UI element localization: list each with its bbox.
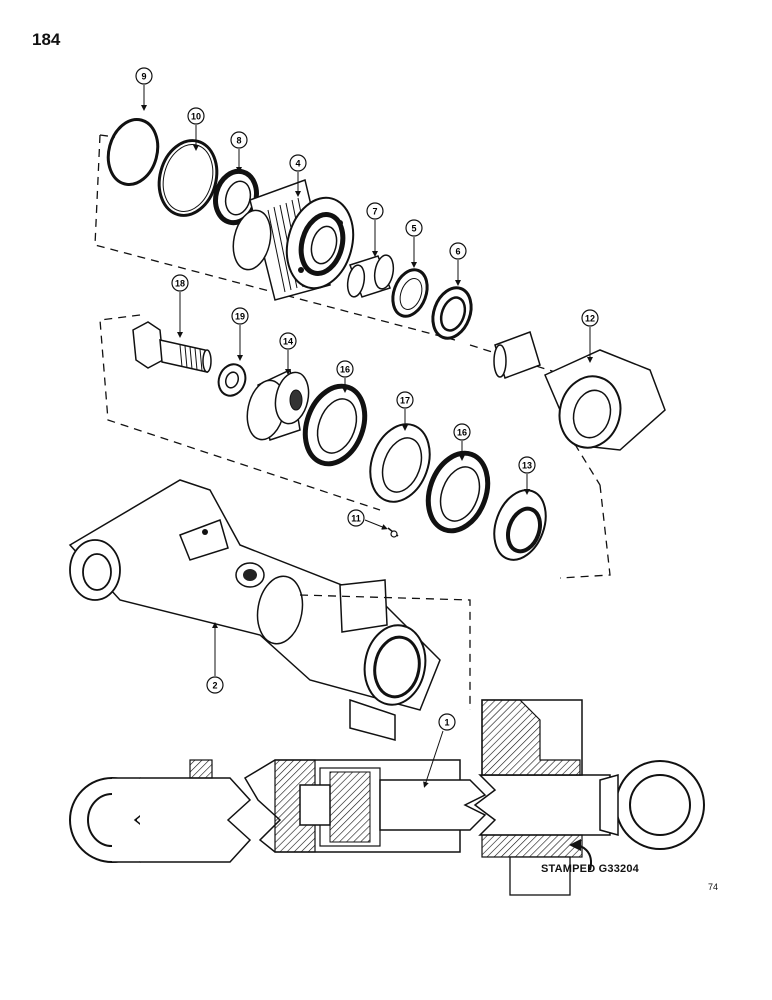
callout-10: 10 [187,107,205,151]
svg-text:9: 9 [141,72,146,82]
callout-12: 12 [581,309,599,363]
callout-17: 17 [396,391,414,431]
part-1-assembly [69,699,705,896]
part-16-seal-b [425,450,491,534]
svg-text:8: 8 [236,136,241,146]
part-11-screw [387,527,399,538]
svg-text:1: 1 [444,718,449,728]
callout-5: 5 [405,219,423,268]
callouts: 9 10 8 4 7 5 6 [135,67,599,788]
part-6-seal [431,286,473,340]
svg-text:18: 18 [175,279,185,289]
part-19-washer [217,363,247,397]
callout-18: 18 [171,274,189,338]
svg-text:14: 14 [283,337,293,347]
figure-code: 74 [708,882,719,892]
callout-16a: 16 [336,360,354,393]
part-4-gland [232,179,355,301]
part-13-piston [493,489,547,561]
callout-13: 13 [518,456,536,495]
callout-16b: 16 [453,423,471,461]
part-10-ring [157,139,219,217]
part-5-ring [391,268,429,318]
callout-2: 2 [206,622,224,694]
piston-group-outline [99,314,611,579]
part-18-bolt [132,321,212,373]
callout-9: 9 [135,67,153,111]
callout-4: 4 [289,154,307,197]
svg-text:16: 16 [340,365,350,375]
part-12-rod-eye [493,331,666,451]
svg-text:10: 10 [191,112,201,122]
part-7-bushing [346,254,395,298]
svg-text:16: 16 [457,428,467,438]
svg-text:19: 19 [235,312,245,322]
svg-text:6: 6 [455,247,460,257]
callout-7: 7 [366,202,384,257]
callout-8: 8 [230,131,248,173]
page-number: 184 [32,30,61,49]
callout-1: 1 [423,713,456,788]
part-9-ring [106,118,160,186]
svg-text:11: 11 [351,514,361,524]
part-17-ring [369,423,431,503]
part-2-tube [68,479,471,741]
svg-text:4: 4 [295,159,300,169]
callout-14: 14 [279,332,297,375]
svg-text:17: 17 [400,396,410,406]
svg-text:5: 5 [411,224,416,234]
svg-text:13: 13 [522,461,532,471]
seal-group-outline [94,134,456,341]
stamp-note: STAMPED G33204 [541,863,639,875]
part-8-seal [213,168,259,226]
svg-text:2: 2 [212,681,217,691]
part-14-piston [246,368,310,441]
svg-text:7: 7 [372,207,377,217]
svg-text:12: 12 [585,314,595,324]
callout-19: 19 [231,307,249,361]
callout-6: 6 [449,242,467,286]
part-16-seal-a [302,383,368,467]
callout-11: 11 [347,509,388,530]
